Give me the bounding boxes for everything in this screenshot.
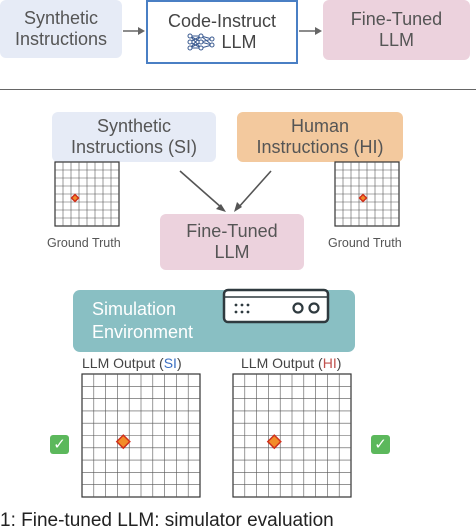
code-instruct-llm-box: Code-Instruct LLM	[146, 0, 298, 64]
synthetic-instructions-label: Synthetic Instructions	[14, 8, 108, 49]
fine-tuned-llm-box-middle: Fine-Tuned LLM	[160, 214, 304, 270]
synthetic-instructions-box: Synthetic Instructions	[0, 0, 122, 58]
code-instruct-label: Code-Instruct	[167, 11, 277, 32]
human-instructions-hi-box: Human Instructions (HI)	[237, 112, 403, 162]
llm-output-grid-si	[81, 373, 201, 498]
fine-tuned-llm-box-top: Fine-Tuned LLM	[323, 0, 470, 60]
ground-truth-caption-left: Ground Truth	[47, 236, 121, 250]
arrow-synth-to-code	[123, 27, 322, 35]
llm-output-si-label: LLM Output (SI)	[82, 355, 182, 371]
marker-diamond	[266, 434, 282, 450]
ground-truth-grid-right	[334, 161, 400, 227]
hi-tag: HI	[322, 355, 337, 371]
ground-truth-grid-left	[54, 161, 120, 227]
neural-network-icon	[187, 33, 215, 51]
marker-diamond	[115, 434, 131, 450]
checkmark-icon-right: ✓	[371, 435, 390, 454]
llm-label: LLM	[221, 32, 257, 52]
synthetic-instructions-si-box: Synthetic Instructions (SI)	[52, 112, 216, 162]
section-divider	[0, 89, 476, 90]
si-tag: SI	[163, 355, 177, 371]
marker-diamond	[70, 193, 80, 203]
si-box-label: Synthetic Instructions (SI)	[70, 116, 198, 157]
hi-box-label: Human Instructions (HI)	[256, 116, 384, 157]
fine-tuned-label-middle: Fine-Tuned LLM	[186, 221, 278, 262]
simulation-environment-label: Simulation Environment	[92, 299, 194, 343]
ground-truth-caption-right: Ground Truth	[328, 236, 402, 250]
figure-caption: 1: Fine-tuned LLM: simulator evaluation	[0, 510, 334, 531]
checkmark-icon-left: ✓	[50, 435, 69, 454]
fine-tuned-label-top: Fine-Tuned LLM	[350, 9, 443, 50]
llm-output-hi-label: LLM Output (HI)	[241, 355, 342, 371]
llm-output-grid-hi	[232, 373, 352, 498]
console-icon	[222, 288, 330, 324]
marker-diamond	[358, 193, 368, 203]
